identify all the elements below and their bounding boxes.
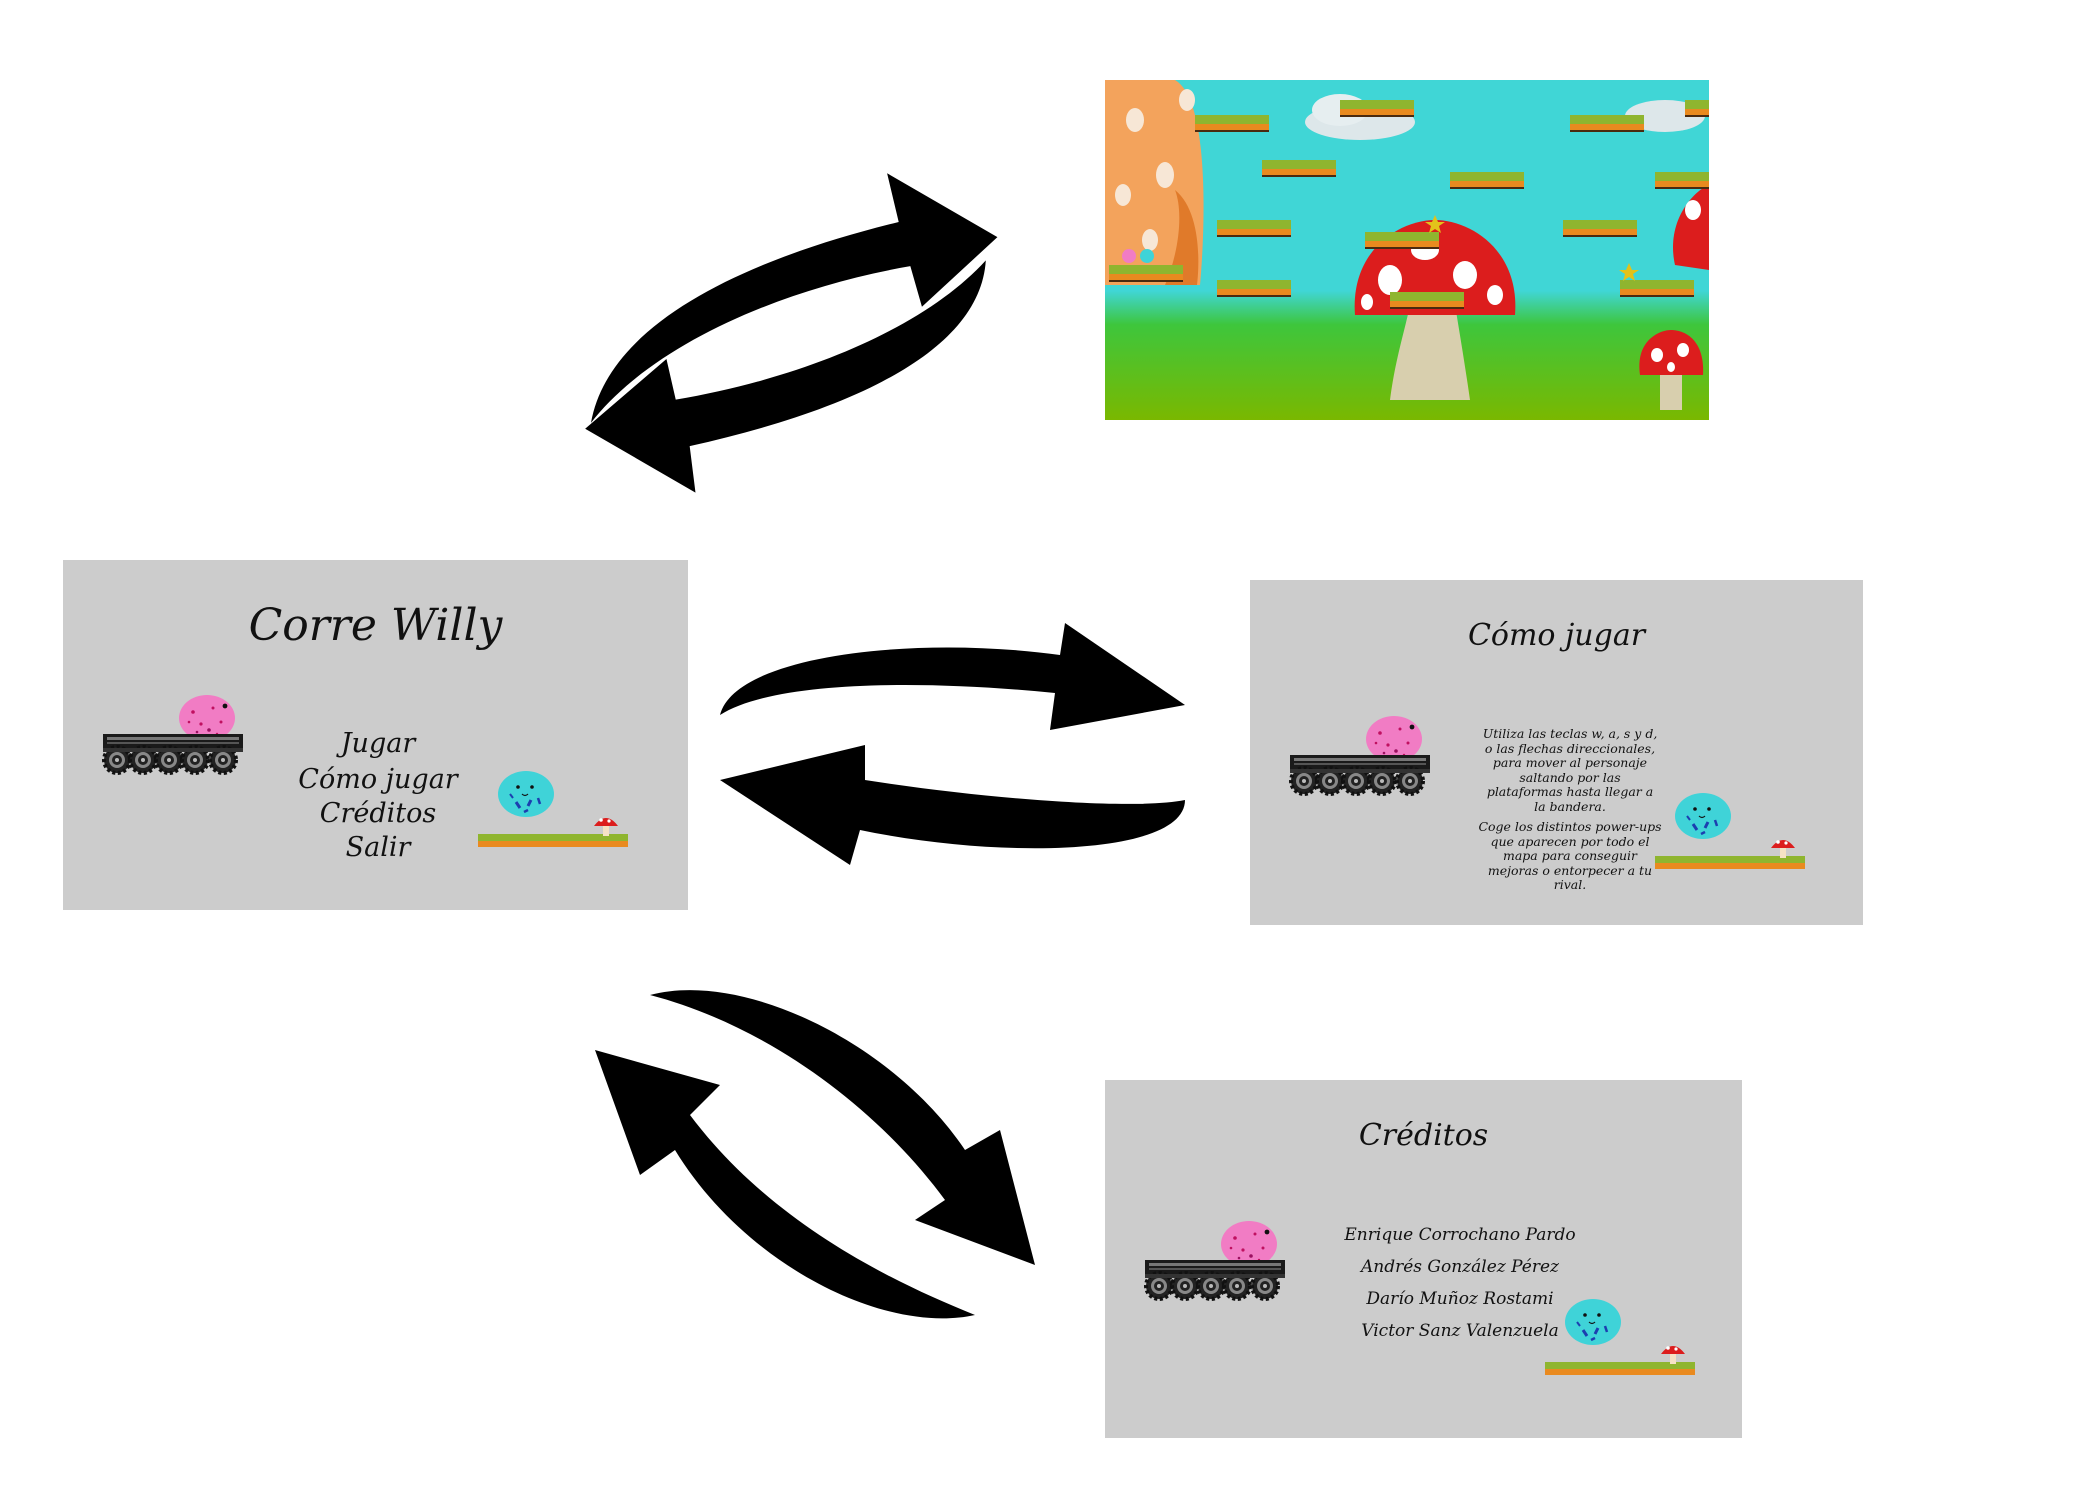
main-menu-screen: Corre Willy Jugar Cómo jugar Créditos Sa… <box>63 560 688 910</box>
arrows-main-howto <box>720 623 1185 865</box>
game-level-scene <box>1105 80 1709 410</box>
instruction-line: Utiliza las teclas w, a, s y d, <box>1482 726 1658 741</box>
menu-item-salir[interactable]: Salir <box>345 832 411 863</box>
game-title: Corre Willy <box>248 600 503 651</box>
game-screen <box>1105 80 1709 420</box>
how-to-play-screen: Cómo jugar Utiliza las teclas w, a, s y … <box>1250 580 1863 925</box>
menu-item-creditos[interactable]: Créditos <box>319 798 437 829</box>
credit-name: Darío Muñoz Rostami <box>1366 1289 1554 1309</box>
instruction-line: plataformas hasta llegar a <box>1486 784 1654 799</box>
credit-name: Andrés González Pérez <box>1360 1257 1559 1277</box>
instructions-paragraph-1: Utiliza las teclas w, a, s y d, o las fl… <box>1450 726 1690 814</box>
how-to-play-title: Cómo jugar <box>1467 618 1646 653</box>
power-up-star <box>1425 215 1445 233</box>
power-up-star <box>1619 263 1639 281</box>
pink-character-machine <box>103 695 243 774</box>
blue-character-platform <box>1655 791 1805 869</box>
instruction-line: saltando por las <box>1519 769 1621 785</box>
credits-title: Créditos <box>1358 1118 1489 1153</box>
instructions-paragraph-2: Coge los distintos power-ups que aparece… <box>1450 819 1690 893</box>
arrows-main-credits <box>595 990 1035 1319</box>
menu-item-como-jugar[interactable]: Cómo jugar <box>298 764 458 795</box>
credit-name: Victor Sanz Valenzuela <box>1361 1321 1559 1341</box>
blue-player <box>1140 249 1154 263</box>
credit-name: Enrique Corrochano Pardo <box>1344 1225 1576 1245</box>
pink-player <box>1122 249 1136 263</box>
blue-character-platform <box>1545 1297 1695 1375</box>
instruction-line: que aparecen por todo el <box>1490 833 1650 849</box>
pink-character-machine <box>1145 1221 1285 1300</box>
instruction-line: la bandera. <box>1534 798 1606 814</box>
menu-item-jugar[interactable]: Jugar <box>340 728 416 759</box>
credits-screen: Créditos Enrique Corrochano Pardo Andrés… <box>1105 1080 1742 1438</box>
arrows-main-game <box>585 173 998 493</box>
instruction-line: para mover al personaje <box>1492 755 1648 770</box>
instruction-line: mejoras o entorpecer a tu <box>1487 862 1653 878</box>
instruction-line: Coge los distintos power-ups <box>1478 819 1662 834</box>
instruction-line: mapa para conseguir <box>1502 848 1637 863</box>
blue-character-platform <box>478 769 628 847</box>
pink-character-machine <box>1290 716 1430 795</box>
instruction-line: rival. <box>1553 877 1587 892</box>
instruction-line: o las flechas direccionales, <box>1484 740 1656 756</box>
